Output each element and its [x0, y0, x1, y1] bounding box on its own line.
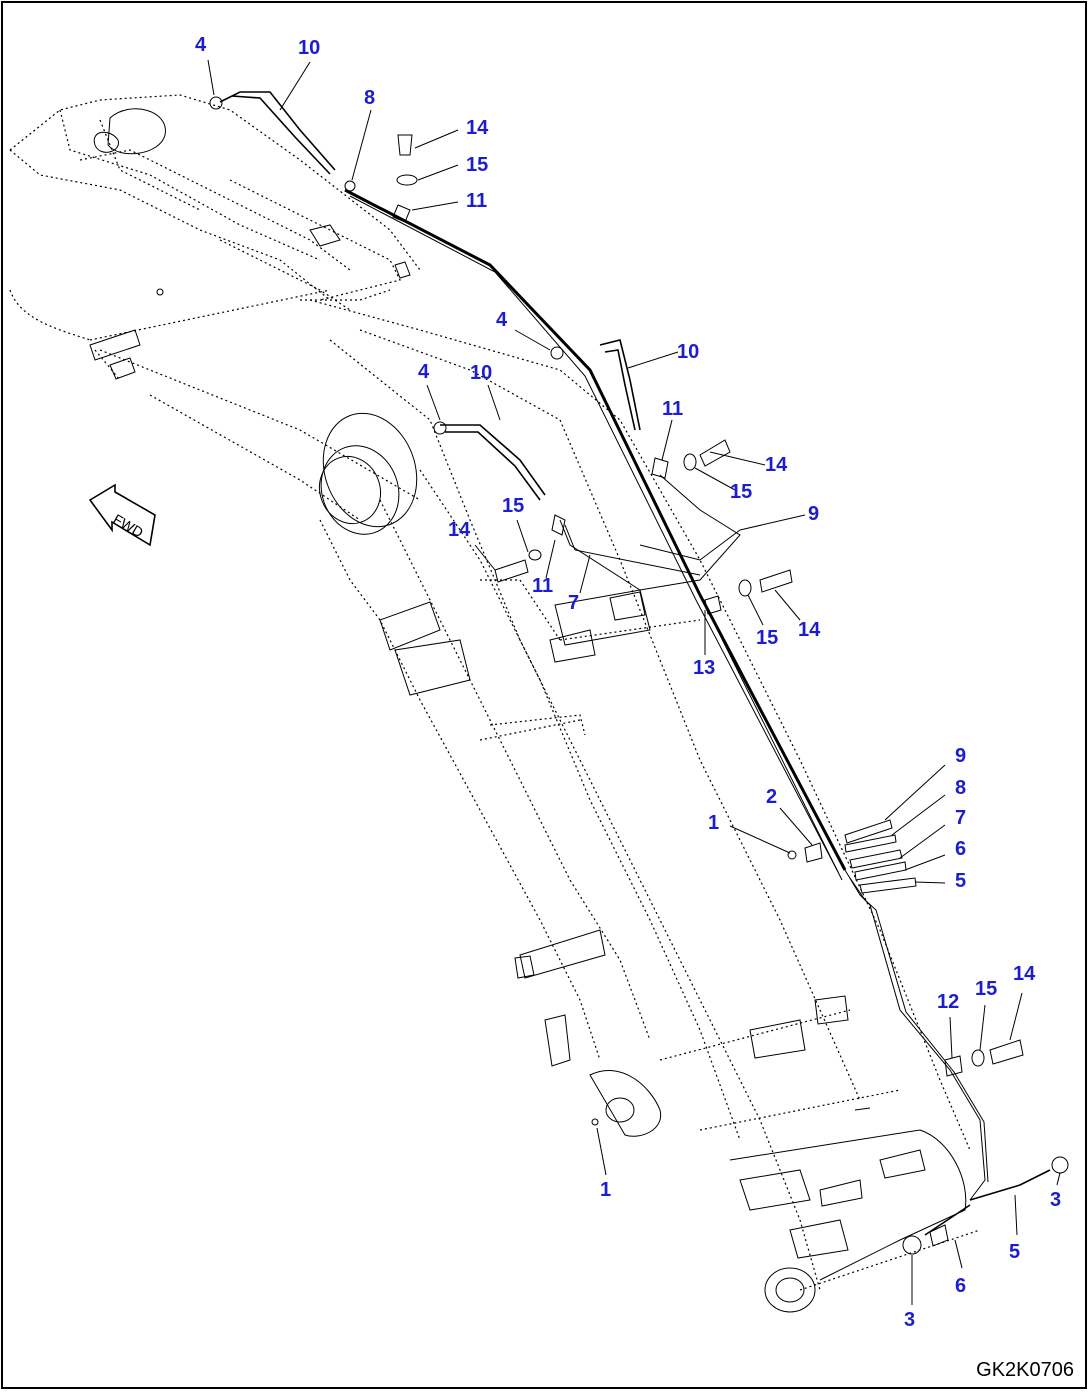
boom-foot-outline [9, 94, 421, 521]
callout-13: 13 [693, 657, 716, 679]
callout-4: 4 [496, 309, 508, 331]
hose-10-upper [209, 91, 336, 175]
callout-10: 10 [298, 37, 321, 59]
callout-10: 10 [470, 362, 493, 384]
callout-9: 9 [808, 503, 820, 525]
callout-6: 6 [955, 1275, 967, 1297]
leader-lines [207, 59, 1061, 1305]
callout-11: 11 [662, 398, 684, 420]
hose-10-left [433, 421, 546, 501]
callout-3: 3 [904, 1309, 916, 1331]
fwd-arrow: FWD [88, 483, 156, 547]
fwd-label: FWD [111, 511, 147, 541]
callout-7: 7 [568, 592, 580, 614]
callout-8: 8 [955, 777, 967, 799]
callout-9: 9 [955, 745, 967, 767]
callout-6: 6 [955, 838, 967, 860]
callout-15: 15 [975, 978, 998, 1000]
callout-7: 7 [955, 807, 967, 829]
callout-12: 12 [937, 991, 960, 1013]
hose-10-middle [550, 339, 641, 431]
callout-10: 10 [677, 341, 700, 363]
callout-4: 4 [195, 34, 207, 56]
callout-15: 15 [756, 627, 779, 649]
callout-3: 3 [1050, 1189, 1062, 1211]
clamps-bolts [344, 134, 1069, 1255]
callout-1: 1 [708, 812, 720, 834]
drawing-code: GK2K0706 [976, 1359, 1074, 1381]
callout-5: 5 [955, 870, 967, 892]
callout-15: 15 [730, 481, 753, 503]
callout-4: 4 [418, 361, 430, 383]
callout-14: 14 [448, 519, 471, 541]
callout-15: 15 [502, 495, 525, 517]
callout-11: 11 [466, 190, 488, 212]
callout-14: 14 [466, 117, 489, 139]
callout-14: 14 [1013, 963, 1036, 985]
callout-8: 8 [364, 87, 376, 109]
arm-foot [729, 1129, 967, 1313]
callout-15: 15 [466, 154, 489, 176]
callout-5: 5 [1009, 1241, 1021, 1263]
callout-11: 11 [532, 575, 554, 597]
boom-body-outline [309, 299, 981, 1291]
callout-14: 14 [765, 454, 788, 476]
tubes-7-9 [559, 474, 741, 591]
callout-1: 1 [600, 1179, 612, 1201]
callout-2: 2 [766, 786, 778, 808]
boom-cylinder [319, 412, 662, 1137]
callout-14: 14 [798, 619, 821, 641]
main-tube-13 [344, 188, 989, 1201]
